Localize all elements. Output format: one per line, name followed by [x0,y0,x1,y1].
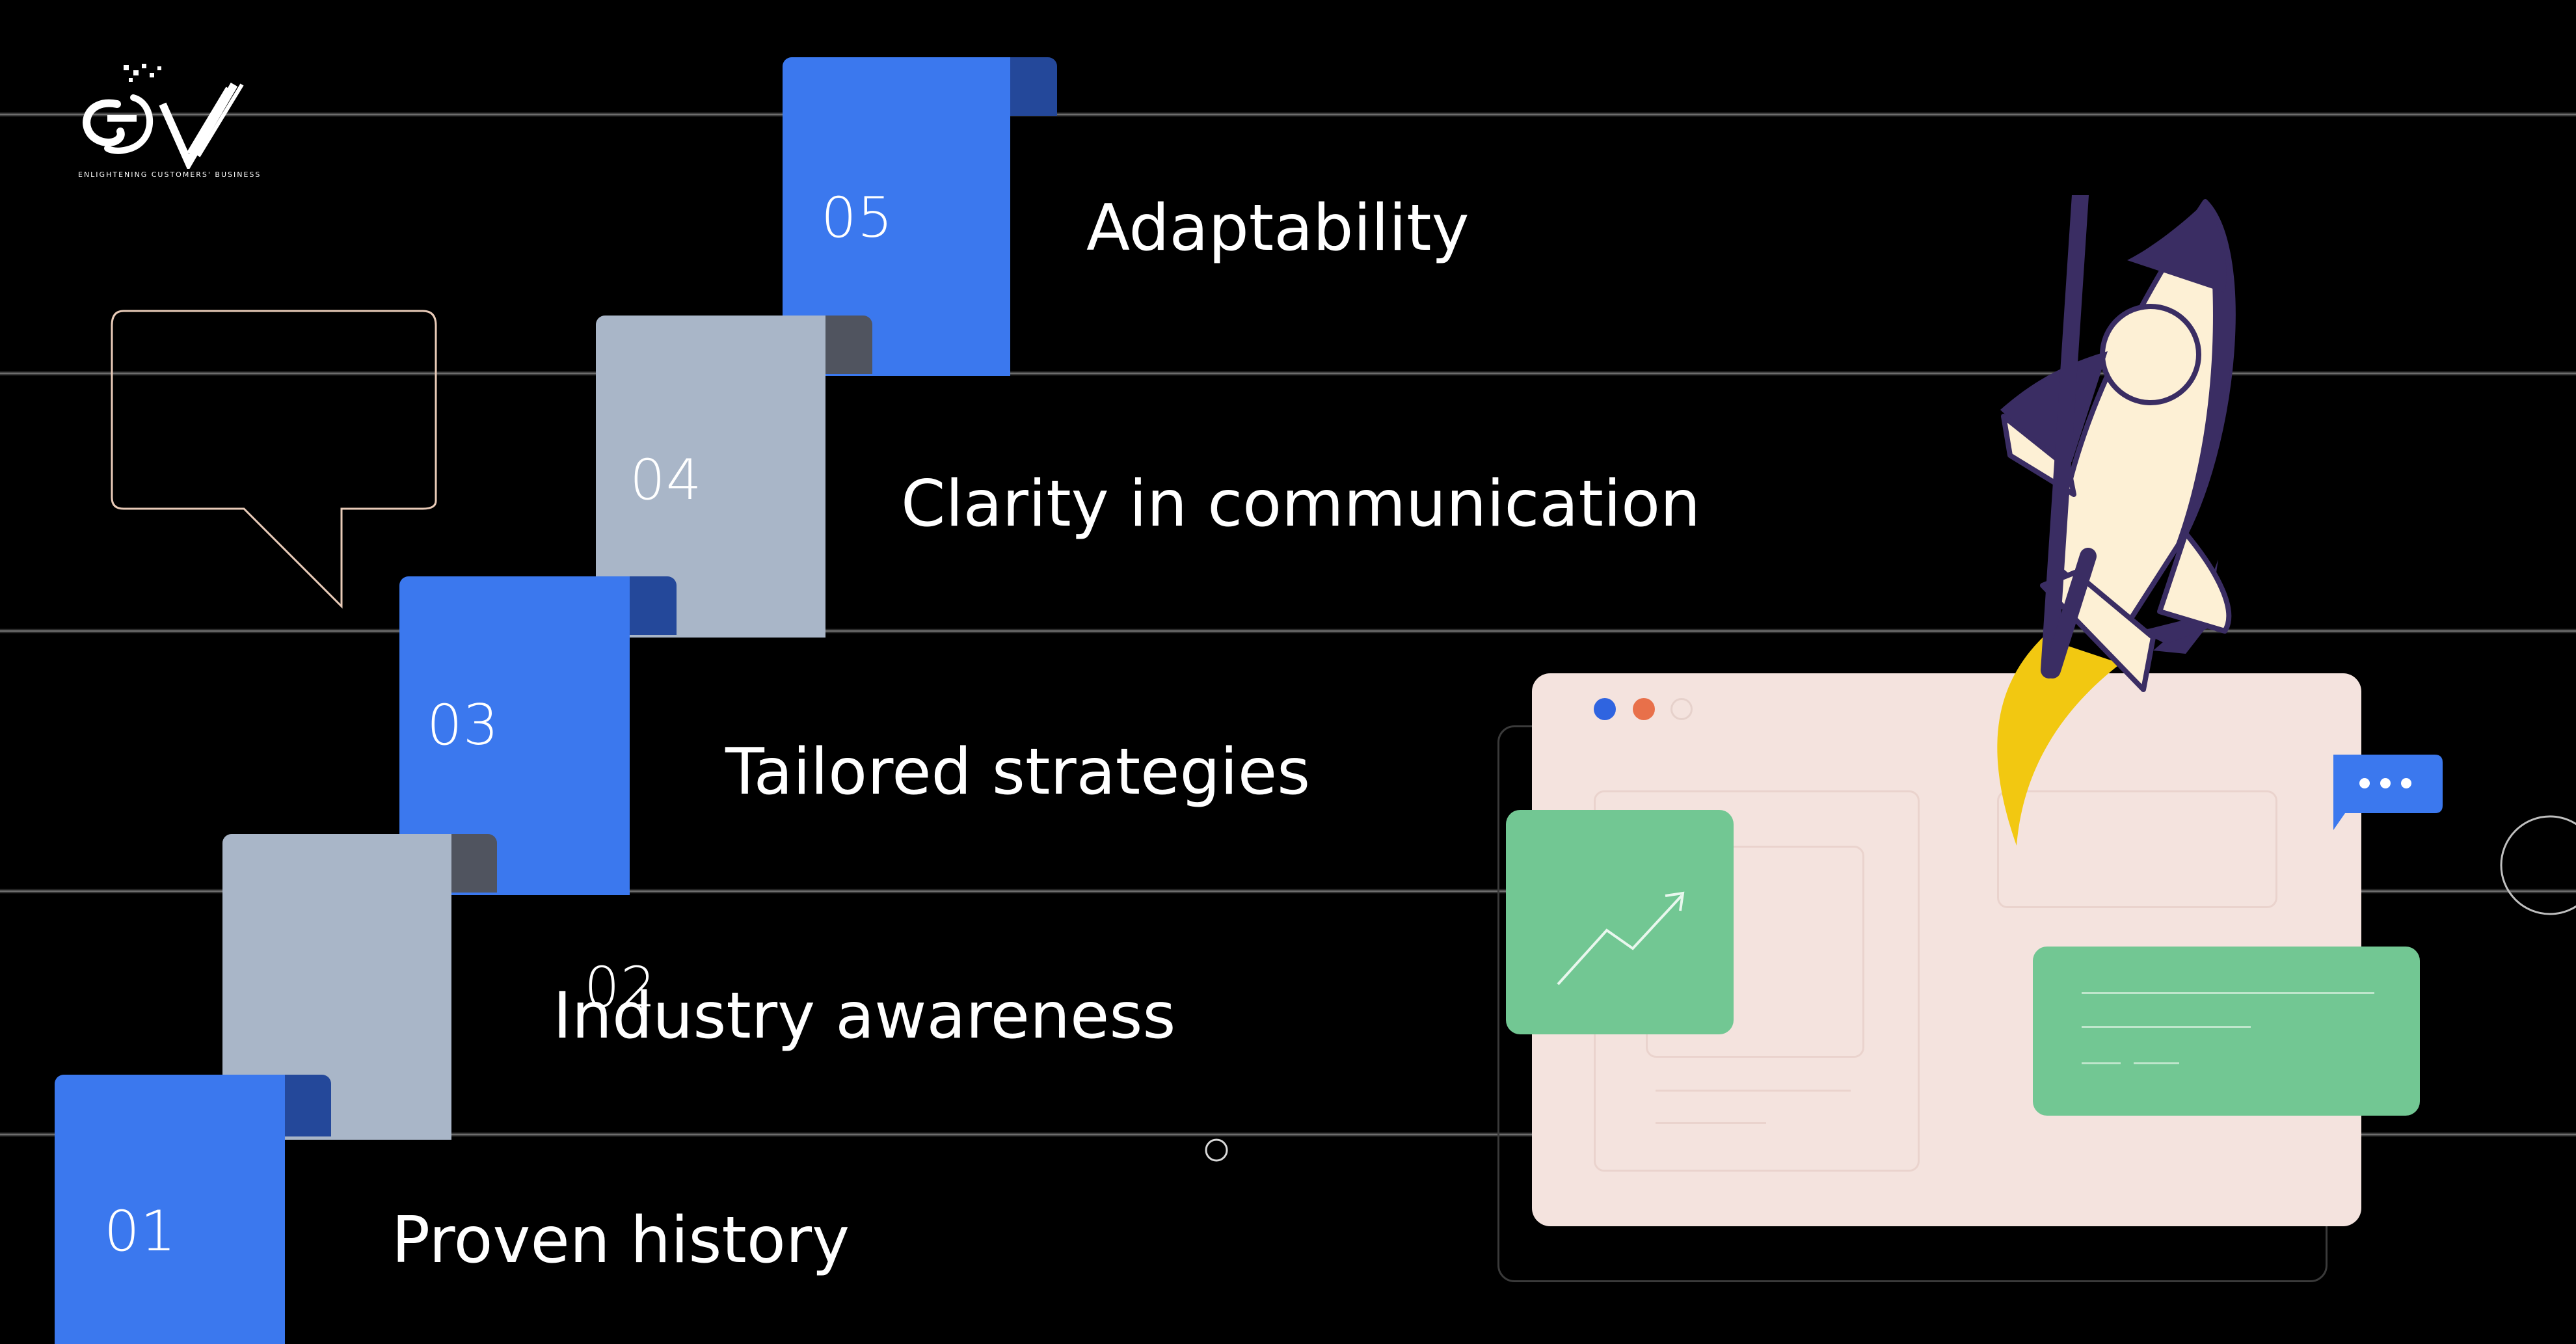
divider-line [0,371,2576,376]
step-03-number: 03 [427,693,500,758]
window-dot-orange [1633,698,1655,720]
divider-line [0,1132,2576,1137]
step-02-label: Industry awareness [553,979,1176,1053]
panel-line [1656,1090,1851,1092]
logo-tagline: ENLIGHTENING CUSTOMERS' BUSINESS [78,170,262,179]
text-card-line [2082,1062,2121,1064]
text-card-line [2082,1026,2251,1028]
speech-bubble-icon [111,310,437,609]
step-03-fold [624,576,677,635]
illustration [1483,195,2459,1301]
logo-icon [83,64,244,172]
text-card [2033,947,2420,1116]
step-01-card [55,1075,285,1344]
step-02-fold [442,834,497,893]
rocket-icon [1997,195,2236,846]
panel-line [1656,1122,1766,1124]
divider-line [0,112,2576,117]
text-card-line [2082,992,2374,994]
step-03-label: Tailored strategies [725,735,1311,809]
step-04-number: 04 [630,448,703,513]
step-02-number: 02 [584,955,657,1020]
step-01-fold [276,1075,331,1136]
step-05-number: 05 [821,185,894,250]
step-05-fold [1005,57,1057,116]
divider-line [0,628,2576,634]
edge-circle-icon [2500,815,2576,915]
step-04-label: Clarity in communication [901,467,1701,541]
step-04-fold [816,316,872,374]
chat-dots-icon [2333,755,2443,830]
panel-outline-right [1997,790,2277,908]
window-dot-blue [1594,698,1616,720]
small-circle-icon [1205,1138,1228,1162]
step-01-label: Proven history [392,1203,850,1278]
chart-arrow-icon [1557,891,1685,986]
logo: ENLIGHTENING CUSTOMERS' BUSINESS [72,59,260,189]
divider-line [0,889,2576,894]
step-05-label: Adaptability [1086,191,1469,265]
text-card-line [2134,1062,2179,1064]
step-01-number: 01 [104,1199,177,1264]
chart-card [1506,810,1734,1034]
window-dot-light [1670,698,1693,720]
